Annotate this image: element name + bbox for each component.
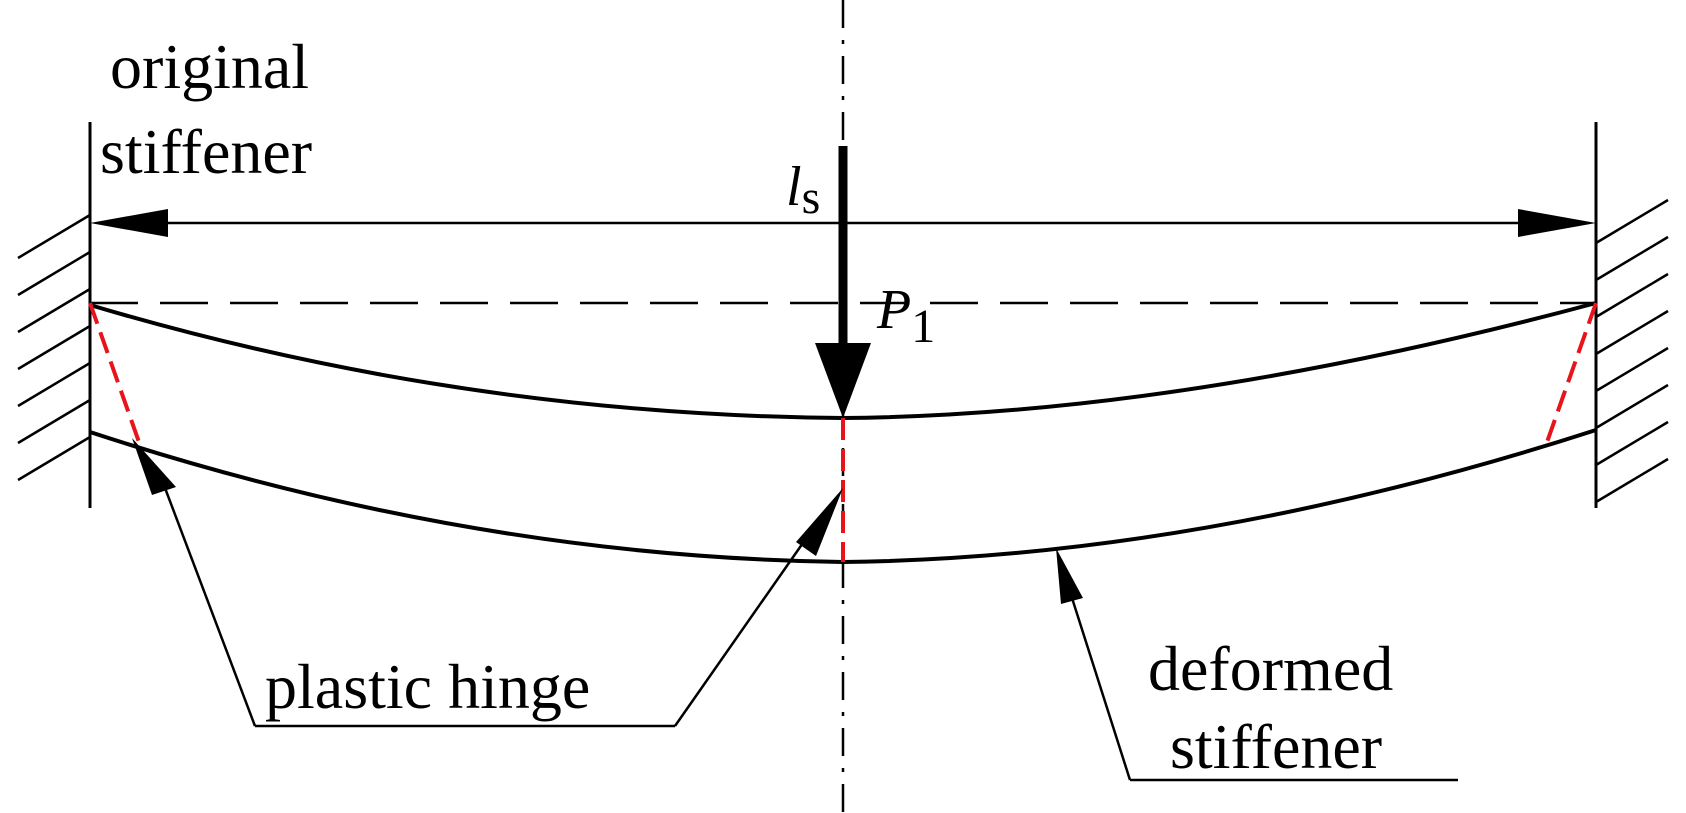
load-symbol: P1 bbox=[876, 279, 935, 353]
hinge-right bbox=[1544, 302, 1598, 446]
plastic-hinge-marks bbox=[88, 302, 1598, 562]
right-fixed-support bbox=[1594, 122, 1669, 508]
plastic-hinge-leaders bbox=[132, 438, 843, 728]
deformed-stiffener-leader bbox=[1056, 548, 1458, 782]
original-label-line2: stiffener bbox=[100, 116, 312, 187]
span-arrow-right bbox=[1518, 209, 1596, 237]
hinge-left bbox=[88, 302, 142, 446]
original-label-line1: original bbox=[110, 31, 309, 102]
span-symbol: ls bbox=[786, 156, 820, 224]
plastic-hinge-label: plastic hinge bbox=[265, 651, 590, 722]
left-fixed-support bbox=[17, 122, 92, 508]
load-arrow bbox=[815, 146, 871, 418]
deformed-label-line1: deformed bbox=[1148, 633, 1393, 704]
span-arrow-left bbox=[90, 209, 168, 237]
deformed-label-line2: stiffener bbox=[1170, 711, 1382, 782]
